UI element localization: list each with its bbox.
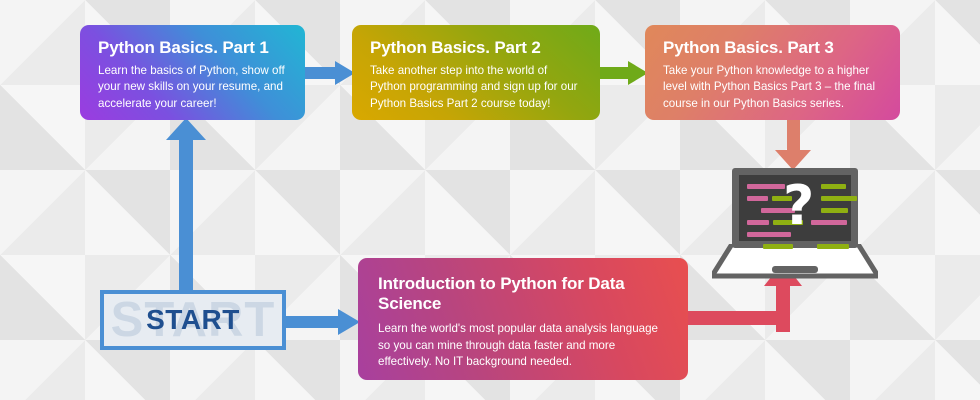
course-card-python-basics-part-2[interactable]: Python Basics. Part 2 Take another step … bbox=[352, 25, 600, 120]
arrow-segment-vertical bbox=[776, 284, 790, 332]
code-line bbox=[763, 244, 793, 249]
course-card-intro-python-data-science[interactable]: Introduction to Python for Data Science … bbox=[358, 258, 688, 380]
laptop-screen: ? bbox=[739, 174, 857, 249]
code-line bbox=[747, 184, 785, 189]
code-line bbox=[821, 196, 857, 201]
code-line bbox=[773, 220, 803, 225]
arrow-start-to-part1 bbox=[166, 118, 206, 308]
start-ghost-label: START bbox=[110, 294, 276, 346]
arrow-part3-to-laptop bbox=[775, 118, 811, 170]
laptop-trackpad bbox=[772, 266, 818, 273]
question-mark-glyph: ? bbox=[783, 174, 815, 237]
arrow-head-up bbox=[166, 118, 206, 140]
code-line bbox=[772, 196, 792, 201]
arrow-head-right bbox=[628, 61, 648, 85]
course-card-body: Learn the world's most popular data anal… bbox=[378, 322, 658, 369]
arrow-head-down bbox=[775, 150, 811, 170]
code-line bbox=[761, 208, 795, 213]
laptop-lid: ? bbox=[732, 168, 858, 249]
course-card-body: Learn the basics of Python, show off you… bbox=[98, 63, 285, 110]
course-card-title: Python Basics. Part 2 bbox=[370, 38, 541, 57]
course-card-title: Introduction to Python for Data Science bbox=[378, 274, 625, 313]
course-card-body: Take your Python knowledge to a higher l… bbox=[663, 63, 876, 110]
code-line bbox=[747, 196, 768, 201]
code-line bbox=[821, 184, 846, 189]
course-card-title: Python Basics. Part 3 bbox=[663, 38, 834, 57]
arrow-head-right bbox=[338, 309, 360, 335]
arrow-part2-to-part3 bbox=[598, 61, 648, 85]
code-line bbox=[821, 208, 848, 213]
start-node[interactable]: START START bbox=[100, 290, 286, 350]
code-line bbox=[747, 220, 769, 225]
arrow-shaft bbox=[598, 67, 630, 79]
arrow-shaft bbox=[179, 138, 193, 308]
course-card-python-basics-part-3[interactable]: Python Basics. Part 3 Take your Python k… bbox=[645, 25, 900, 120]
arrow-part1-to-part2 bbox=[303, 61, 355, 85]
arrow-head-right bbox=[335, 61, 355, 85]
start-label: START bbox=[146, 304, 240, 335]
code-line bbox=[811, 220, 847, 225]
laptop-base-icon bbox=[712, 244, 878, 279]
arrow-start-to-data-science bbox=[284, 309, 362, 335]
arrow-shaft bbox=[787, 118, 800, 152]
code-line bbox=[817, 244, 849, 249]
course-card-python-basics-part-1[interactable]: Python Basics. Part 1 Learn the basics o… bbox=[80, 25, 305, 120]
code-line bbox=[747, 232, 791, 237]
course-card-body: Take another step into the world of Pyth… bbox=[370, 63, 578, 110]
laptop-icon: ? bbox=[712, 168, 878, 280]
arrow-segment-horizontal bbox=[686, 311, 790, 325]
arrow-shaft bbox=[303, 67, 337, 79]
arrow-shaft bbox=[284, 316, 340, 328]
course-card-title: Python Basics. Part 1 bbox=[98, 38, 269, 57]
